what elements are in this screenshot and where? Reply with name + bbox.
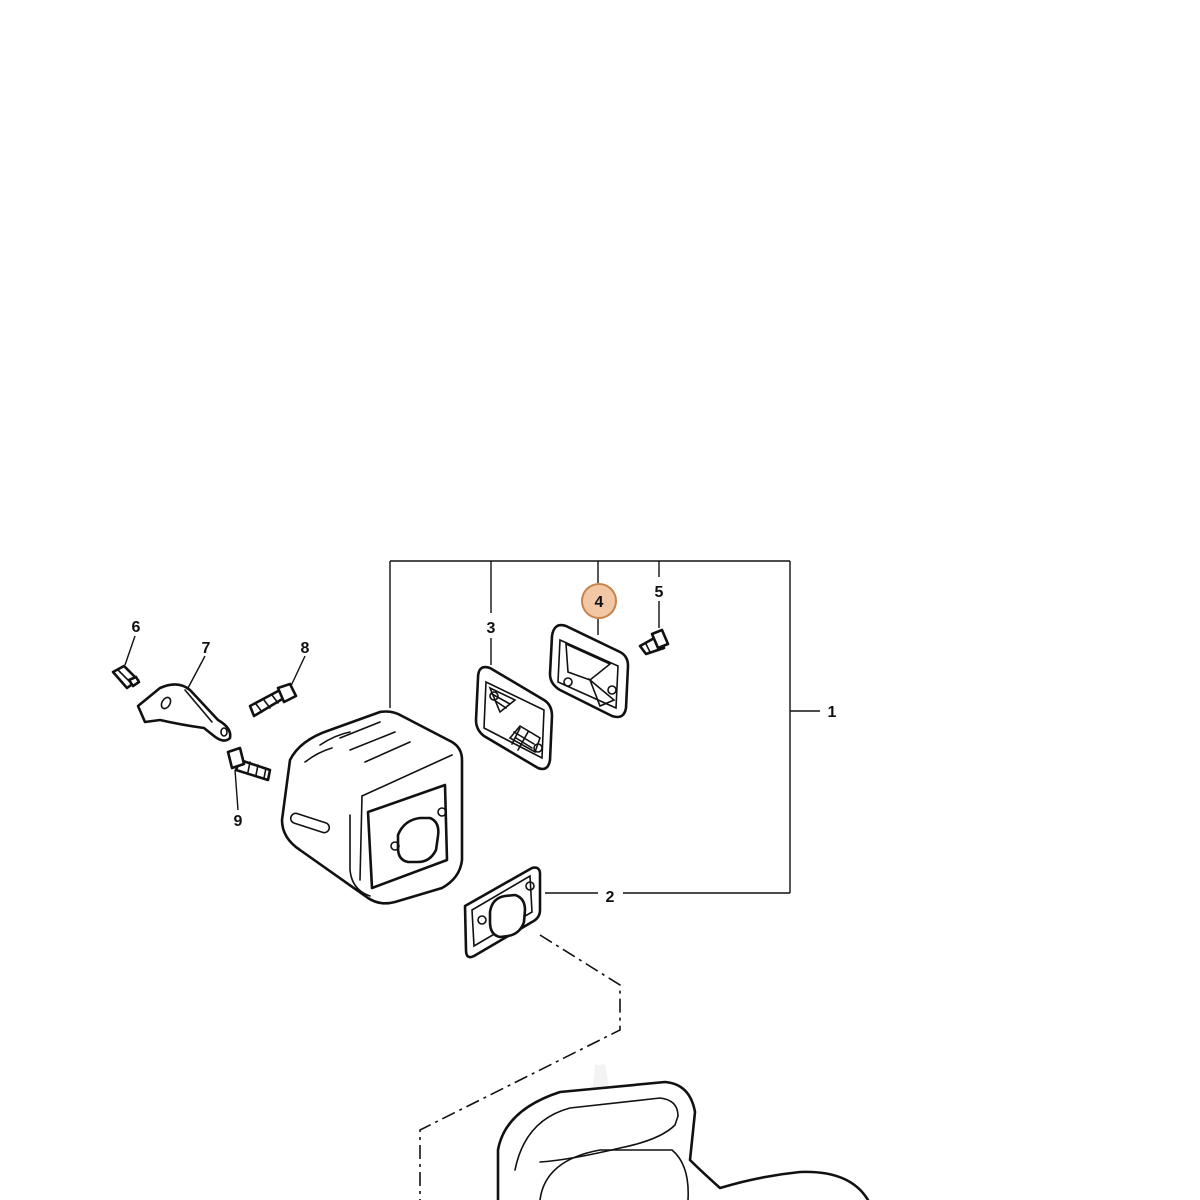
callout-6[interactable]: 6 (132, 619, 141, 636)
bracket-item-7 (136, 683, 232, 742)
callout-2[interactable]: 2 (606, 889, 615, 906)
callout-4-highlight (581, 583, 617, 619)
screen-item-3 (474, 665, 554, 771)
callout-3[interactable]: 3 (487, 620, 496, 637)
engine-housing-fragment (496, 1080, 870, 1200)
callout-7[interactable]: 7 (202, 640, 211, 657)
callout-8[interactable]: 8 (301, 640, 310, 657)
gasket-item-2 (463, 866, 542, 959)
callout-1[interactable]: 1 (828, 704, 837, 721)
screw-item-9 (226, 746, 272, 782)
assembly-path-line (419, 934, 621, 1200)
callout-4[interactable]: 4 (595, 594, 604, 611)
callout-9[interactable]: 9 (234, 813, 243, 830)
callout-5[interactable]: 5 (655, 584, 664, 601)
plate-item-4 (548, 623, 630, 719)
assembly-bracket (124, 560, 820, 894)
screw-item-5 (638, 628, 670, 656)
screw-item-6 (111, 664, 141, 690)
screw-item-8 (248, 682, 298, 718)
muffler-body (280, 710, 464, 905)
